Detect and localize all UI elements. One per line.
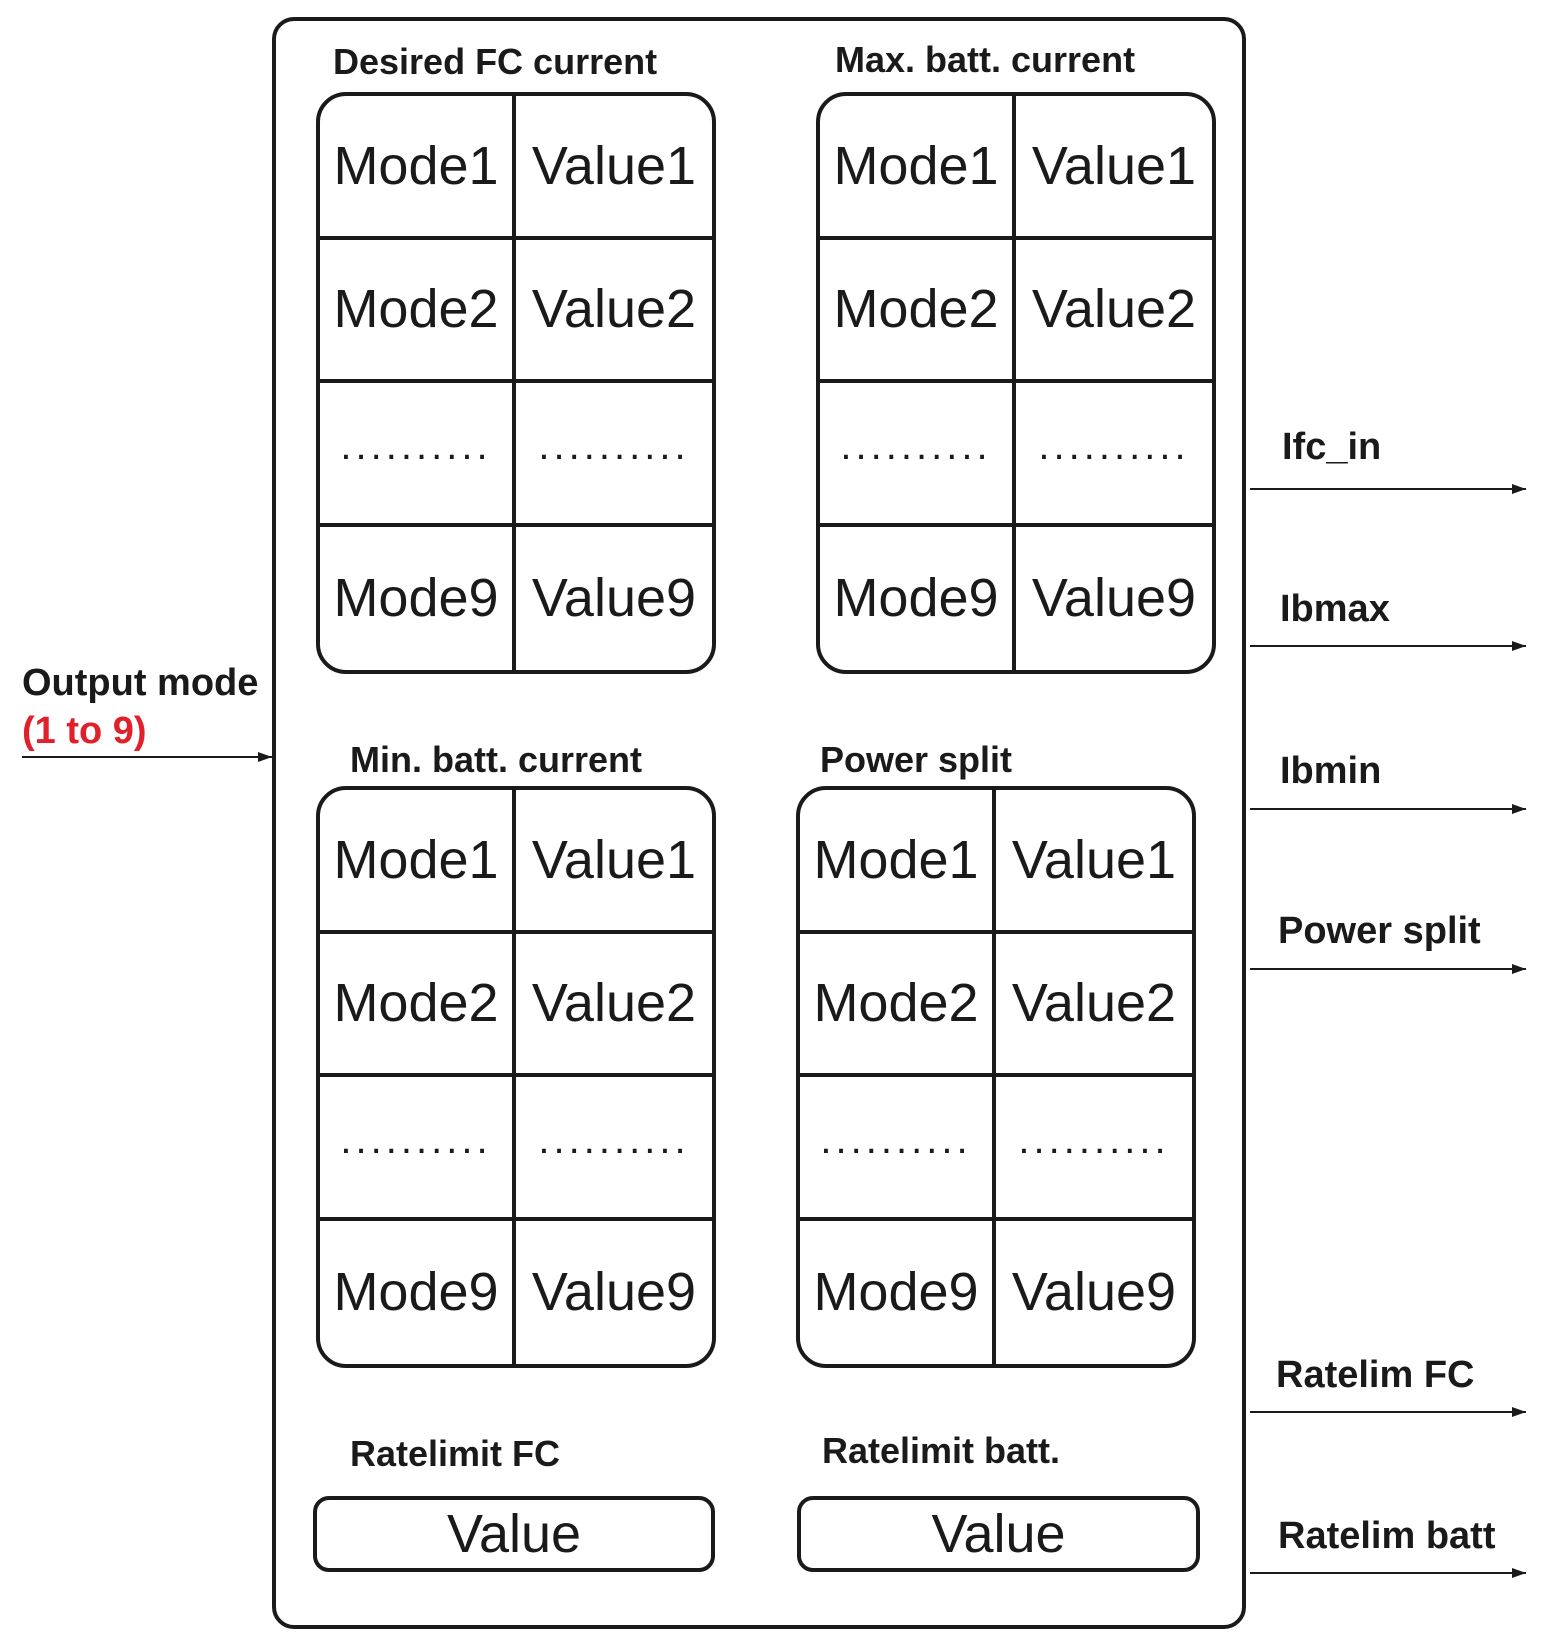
value-cell: Value2: [996, 934, 1192, 1077]
output-label-ratelim-batt: Ratelim batt: [1278, 1515, 1496, 1557]
value-cell: Value2: [516, 240, 712, 383]
mode-cell: Mode2: [320, 933, 516, 1077]
table-title-max-batt-current: Max. batt. current: [835, 39, 1136, 80]
ellipsis-cell: ..........: [800, 1077, 996, 1221]
output-label-ibmin: Ibmin: [1280, 750, 1382, 792]
ellipsis-cell: ..........: [320, 1077, 516, 1221]
value-cell: Value1: [996, 790, 1192, 934]
lookup-table-power-split: Mode1 Value1 Mode2 Value2 .......... ...…: [796, 786, 1196, 1368]
value-cell: Value2: [516, 934, 712, 1077]
output-label-ifc-in: Ifc_in: [1282, 426, 1382, 468]
ellipsis-cell: ..........: [320, 383, 516, 527]
mode-cell: Mode2: [320, 239, 516, 383]
value-cell: Value9: [1011, 1262, 1177, 1323]
ratelimit-fc-title: Ratelimit FC: [350, 1433, 561, 1474]
ellipsis-cell: ..........: [516, 383, 712, 527]
value-cell: Value1: [516, 96, 712, 240]
ratelimit-batt-value-box: Value: [797, 1496, 1200, 1572]
ellipsis-cell: ..........: [996, 1077, 1192, 1221]
mode-cell: Mode9: [320, 526, 516, 670]
mode-cell: Mode2: [820, 239, 1016, 383]
ratelimit-fc-value-box: Value: [313, 1496, 715, 1572]
mode-cell: Mode1: [820, 96, 1016, 240]
mode-cell: Mode9: [800, 1220, 996, 1364]
lookup-table-min-batt-current: Mode1 Value1 Mode2 Value2 .......... ...…: [316, 786, 716, 1368]
output-label-power-split: Power split: [1278, 910, 1481, 952]
table-title-power-split: Power split: [820, 739, 1013, 780]
table-title-min-batt-current: Min. batt. current: [350, 739, 643, 780]
value-cell: Value9: [531, 568, 697, 629]
output-label-ratelim-fc: Ratelim FC: [1276, 1354, 1475, 1396]
mode-cell: Mode9: [320, 1220, 516, 1364]
value-cell: Value9: [531, 1262, 697, 1323]
value-cell: Value2: [1016, 240, 1212, 383]
value-cell: Value1: [516, 790, 712, 934]
value-cell: Value9: [1031, 568, 1197, 629]
mode-cell: Mode9: [820, 526, 1016, 670]
controller-block: [272, 17, 1246, 1629]
input-range-label: (1 to 9): [22, 710, 147, 752]
table-title-desired-fc-current: Desired FC current: [333, 41, 658, 82]
output-label-ibmax: Ibmax: [1280, 588, 1390, 630]
mode-cell: Mode2: [800, 933, 996, 1077]
mode-cell: Mode1: [320, 790, 516, 934]
lookup-table-max-batt-current: Mode1 Value1 Mode2 Value2 .......... ...…: [816, 92, 1216, 674]
ellipsis-cell: ..........: [1016, 383, 1212, 527]
lookup-table-desired-fc-current: Mode1 Value1 Mode2 Value2 .......... ...…: [316, 92, 716, 674]
ellipsis-cell: ..........: [820, 383, 1016, 527]
mode-cell: Mode1: [800, 790, 996, 934]
input-label: Output mode: [22, 662, 259, 704]
ratelimit-batt-title: Ratelimit batt.: [822, 1430, 1061, 1471]
value-cell: Value1: [1016, 96, 1212, 240]
mode-cell: Mode1: [320, 96, 516, 240]
ellipsis-cell: ..........: [516, 1077, 712, 1221]
